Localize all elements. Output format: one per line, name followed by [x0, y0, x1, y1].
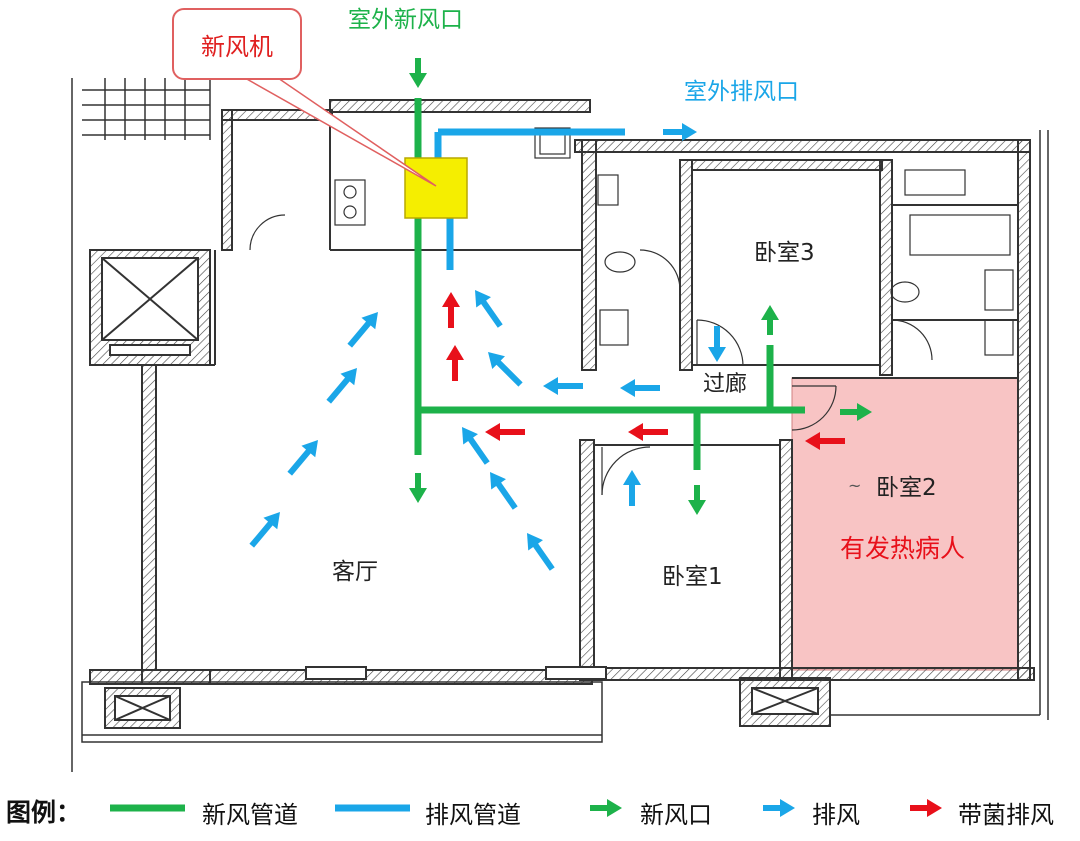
- staircase: [82, 78, 211, 140]
- legend-red-arrow-icon: [910, 799, 942, 817]
- blue-arrow-icon: [462, 427, 490, 465]
- blue-arrow-icon: [708, 326, 726, 362]
- legend-exhaust-duct-label: 排风管道: [425, 801, 521, 829]
- red-arrow-icon: [805, 432, 845, 450]
- blue-arrow-icon: [543, 377, 583, 395]
- legend-exhaust-label: 排风: [812, 801, 860, 829]
- green-arrow-icon: [840, 403, 872, 421]
- green-arrow-icon: [761, 305, 779, 335]
- bedroom2-tilde-mark: ~: [848, 476, 862, 495]
- blue-arrow-icon: [527, 533, 555, 571]
- flow-arrows: [249, 58, 872, 571]
- blue-arrow-icon: [326, 368, 357, 404]
- fresh-air-unit-callout: 新风机: [172, 8, 302, 80]
- bedroom2-label: 卧室2: [876, 475, 937, 501]
- blue-arrow-icon: [663, 123, 697, 141]
- legend-fresh-outlet-label: 新风口: [640, 801, 712, 829]
- red-arrow-icon: [485, 423, 525, 441]
- legend: 图例： 新风管道 排风管道 新风口 排风 带菌排风: [0, 783, 1080, 833]
- blue-arrow-icon: [490, 472, 518, 510]
- red-arrow-icon: [628, 423, 668, 441]
- blue-arrow-icon: [623, 470, 641, 506]
- blue-arrow-icon: [475, 290, 503, 328]
- fresh-air-unit-callout-label: 新风机: [201, 32, 273, 61]
- green-arrow-icon: [688, 485, 706, 515]
- blue-arrow-icon: [620, 379, 660, 397]
- blue-arrow-icon: [249, 512, 280, 548]
- legend-fresh-duct-label: 新风管道: [202, 801, 298, 829]
- callout-pointer: [242, 77, 437, 187]
- sick-person-label: 有发热病人: [840, 534, 966, 563]
- living-room-label: 客厅: [332, 559, 378, 585]
- green-arrow-icon: [409, 473, 427, 503]
- bedroom3-label: 卧室3: [754, 240, 815, 266]
- fresh-air-unit-icon: [404, 157, 468, 219]
- exhaust-duct: [434, 128, 625, 270]
- corridor-label: 过廊: [703, 372, 748, 397]
- outdoor-exhaust-outlet-label: 室外排风口: [684, 79, 799, 105]
- legend-blue-arrow-icon: [763, 799, 795, 817]
- red-arrow-icon: [446, 345, 464, 381]
- fresh-air-duct: [414, 98, 805, 470]
- legend-title: 图例：: [6, 798, 82, 827]
- walls: [71, 78, 1049, 772]
- legend-green-arrow-icon: [590, 799, 622, 817]
- sick-room-highlight: [791, 377, 1019, 671]
- red-arrow-icon: [442, 292, 460, 328]
- bedroom1-label: 卧室1: [662, 564, 723, 590]
- blue-arrow-icon: [488, 352, 523, 387]
- green-arrow-icon: [409, 58, 427, 88]
- blue-arrow-icon: [287, 440, 318, 476]
- legend-contaminated-exhaust-label: 带菌排风: [958, 801, 1054, 829]
- blue-arrow-icon: [347, 312, 378, 348]
- outdoor-fresh-inlet-label: 室外新风口: [348, 7, 463, 33]
